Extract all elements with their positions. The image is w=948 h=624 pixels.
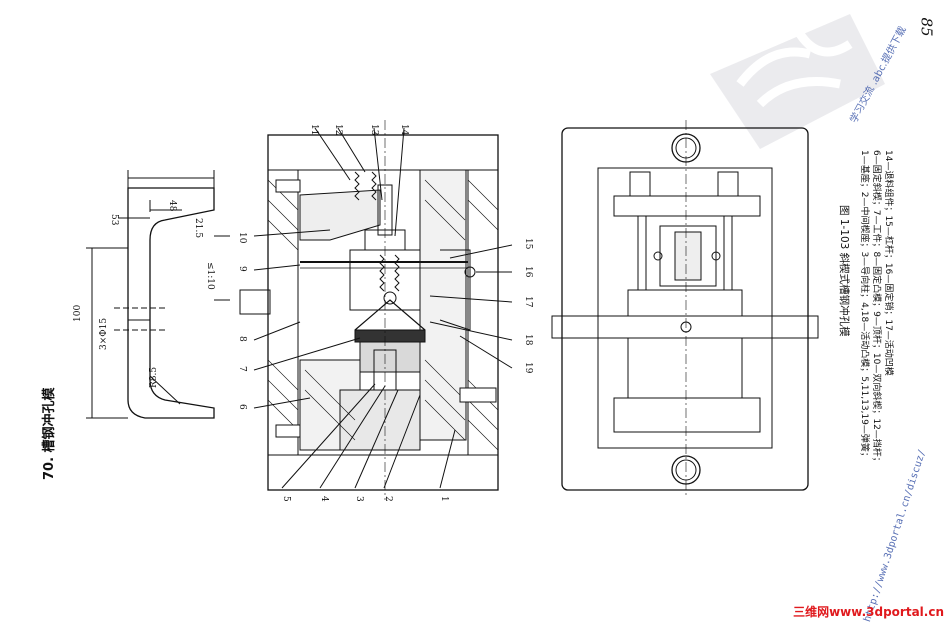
part-label-8: 8 [237,336,247,342]
part-label-12: 12 [333,124,343,135]
part-label-2: 2 [383,496,393,502]
footer-watermark: 三维网www.3dportal.cn [793,605,944,619]
part-label-11: 11 [309,124,319,135]
watermark-stamp [710,14,885,149]
dim-53: 53 [109,214,119,226]
part-label-3: 3 [354,496,364,502]
part-label-9: 9 [237,266,247,272]
part-label-14: 14 [399,124,409,136]
part-label-17: 17 [523,296,533,308]
part-label-16: 16 [523,266,533,278]
part-label-10: 10 [237,232,247,244]
part-label-1: 1 [439,496,449,502]
channel-steel-profile [86,170,230,419]
die-plan-view [551,120,819,498]
part-label-5: 5 [281,496,291,502]
dim-100: 100 [73,305,83,322]
dim-r8-5: R8.5 [149,367,159,388]
part-label-15: 15 [523,238,533,250]
part-label-4: 4 [319,496,329,502]
part-label-6: 6 [237,404,247,410]
part-label-18: 18 [523,334,533,346]
dim-holes: 3×Φ15 [99,318,109,350]
dim-taper: ≤1:10 [205,262,215,290]
part-label-13: 13 [369,124,379,136]
part-label-19: 19 [523,362,533,374]
dim-48: 48 [167,200,177,212]
dim-21-5: 21.5 [193,218,203,238]
die-section-view [239,120,513,500]
part-label-7: 7 [237,366,247,372]
